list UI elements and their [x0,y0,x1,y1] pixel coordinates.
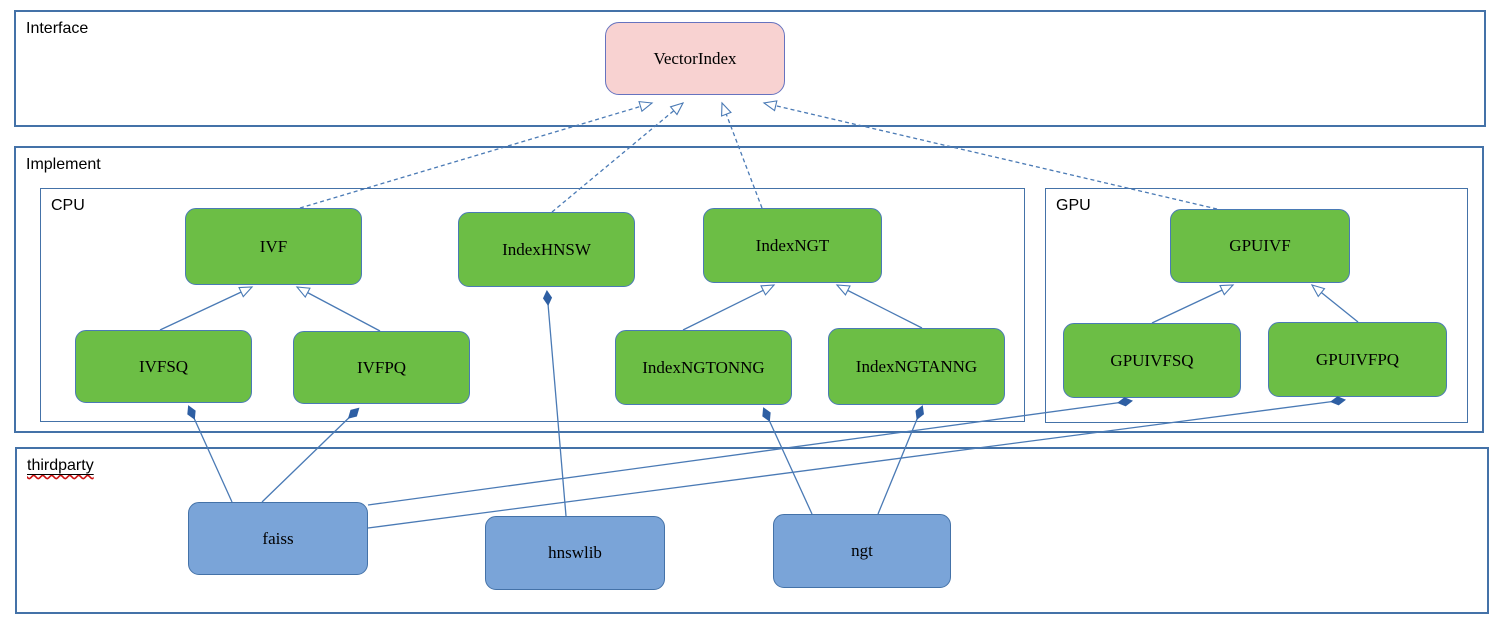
node-ngt[interactable]: ngt [773,514,951,588]
node-ivfpq[interactable]: IVFPQ [293,331,470,404]
container-cpu-label: CPU [51,197,85,214]
node-indexngtonng[interactable]: IndexNGTONNG [615,330,792,405]
node-ivfsq[interactable]: IVFSQ [75,330,252,403]
node-indexhnsw[interactable]: IndexHNSW [458,212,635,287]
node-hnswlib[interactable]: hnswlib [485,516,665,590]
node-indexngt[interactable]: IndexNGT [703,208,882,283]
container-interface-label: Interface [26,20,89,37]
node-indexngtanng[interactable]: IndexNGTANNG [828,328,1005,405]
node-gpuivfsq[interactable]: GPUIVFSQ [1063,323,1241,398]
node-gpuivfpq[interactable]: GPUIVFPQ [1268,322,1447,397]
node-faiss[interactable]: faiss [188,502,368,575]
container-gpu-label: GPU [1056,197,1091,214]
container-implement-label: Implement [26,156,101,173]
container-thirdparty-label: thirdparty [27,457,94,474]
node-gpuivf[interactable]: GPUIVF [1170,209,1350,283]
node-ivf[interactable]: IVF [185,208,362,285]
node-vectorindex[interactable]: VectorIndex [605,22,785,95]
